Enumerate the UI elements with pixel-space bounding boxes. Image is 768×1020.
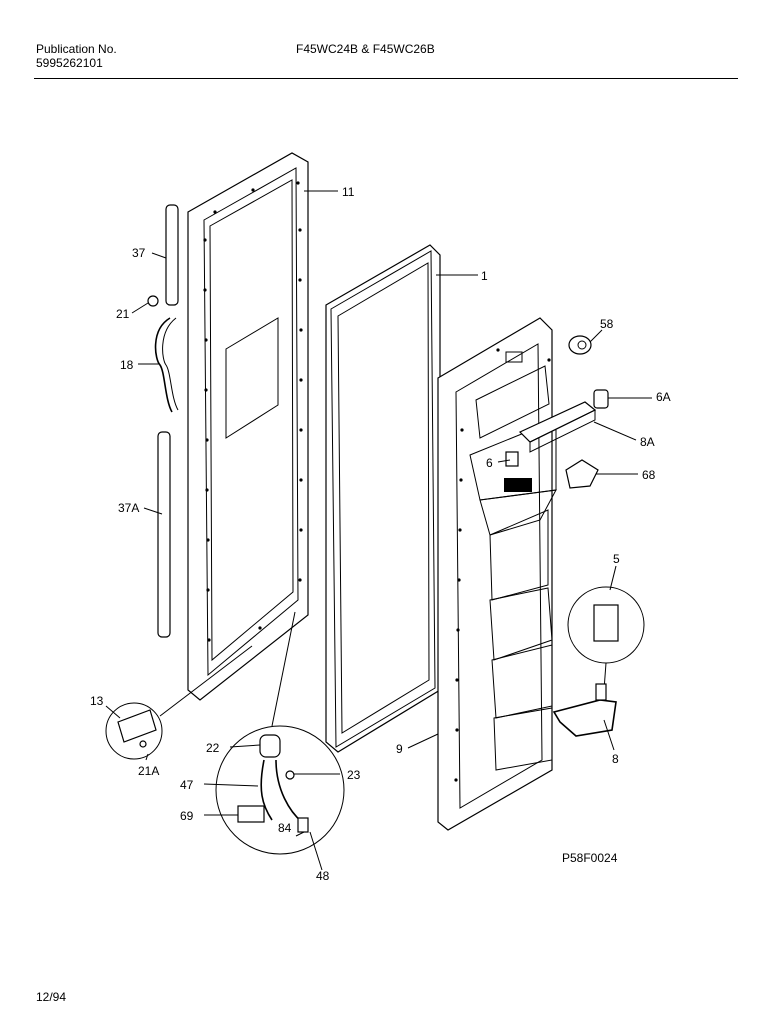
bar-part-8A [518, 401, 597, 453]
handle-part-18 [154, 317, 179, 413]
publication-number: 5995262101 [36, 56, 103, 70]
screw-part-58 [568, 335, 592, 355]
callout-6: 6 [486, 456, 493, 470]
callout-1: 1 [481, 269, 488, 283]
callout-8A: 8A [640, 435, 655, 449]
callout-13: 13 [90, 694, 104, 708]
door-gasket-part-1 [325, 244, 441, 753]
screw-part-21 [147, 295, 159, 307]
callout-21: 21 [116, 307, 130, 321]
part-6 [505, 451, 519, 467]
callout-37A: 37A [118, 501, 139, 515]
callout-22: 22 [206, 741, 220, 755]
callout-18: 18 [120, 358, 134, 372]
part-68 [565, 459, 599, 489]
detail-circle-harness [215, 611, 345, 855]
callout-5: 5 [613, 552, 620, 566]
trim-part-37 [165, 204, 179, 306]
callout-69: 69 [180, 809, 194, 823]
clip-part-6A [593, 389, 609, 409]
callout-6A: 6A [656, 390, 671, 404]
door-panel-part-11 [187, 152, 309, 701]
callout-58: 58 [600, 317, 614, 331]
callout-8: 8 [612, 752, 619, 766]
callout-84: 84 [278, 821, 292, 835]
door-liner-part-9 [437, 317, 557, 831]
callout-9: 9 [396, 742, 403, 756]
detail-circle-part-5 [567, 586, 645, 691]
trim-part-37A [157, 431, 171, 638]
model-title: F45WC24B & F45WC26B [296, 42, 435, 56]
callout-47: 47 [180, 778, 194, 792]
publication-label: Publication No. [36, 42, 117, 56]
footer-date: 12/94 [36, 990, 67, 1004]
diagram-code: P58F0024 [562, 851, 618, 865]
detail-circle-part-13 [105, 645, 253, 760]
callout-23: 23 [347, 768, 361, 782]
callout-68: 68 [642, 468, 656, 482]
leader-lines [105, 190, 652, 871]
header-rule [34, 78, 738, 79]
callout-48: 48 [316, 869, 330, 883]
bracket-part-8 [552, 683, 617, 737]
callout-37: 37 [132, 246, 146, 260]
callout-21A: 21A [138, 764, 159, 778]
callout-11: 11 [342, 185, 355, 199]
